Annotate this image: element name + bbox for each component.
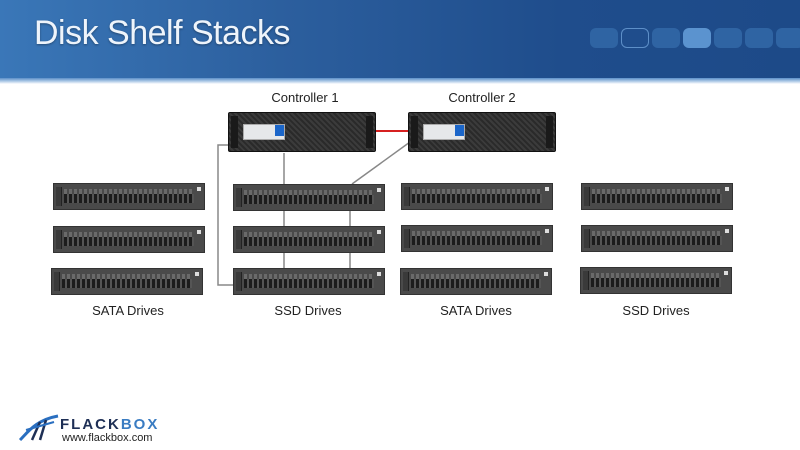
stack-label: SSD Drives	[274, 303, 342, 318]
slide-progress-indicator	[590, 28, 800, 48]
slide-title: Disk Shelf Stacks	[34, 14, 291, 52]
controller-2-label: Controller 2	[448, 90, 516, 105]
progress-step-active	[683, 28, 711, 48]
disk-shelf	[233, 226, 385, 253]
controller1-to-ssd-shelf3-cable	[217, 144, 233, 286]
disk-shelf	[401, 225, 553, 252]
progress-step	[745, 28, 773, 48]
disk-shelf	[53, 183, 205, 210]
progress-step	[652, 28, 680, 48]
disk-shelf	[233, 268, 385, 295]
controller2-to-ssd-shelf1-cable	[351, 141, 411, 185]
stack-label: SATA Drives	[440, 303, 512, 318]
progress-step	[776, 28, 800, 48]
disk-shelf	[401, 183, 553, 210]
disk-shelf	[581, 225, 733, 252]
progress-step	[590, 28, 618, 48]
slide-header: Disk Shelf Stacks	[0, 0, 800, 84]
progress-step	[714, 28, 742, 48]
progress-step	[621, 28, 649, 48]
controller-1-label: Controller 1	[271, 90, 339, 105]
stack-label: SATA Drives	[92, 303, 164, 318]
controller-2	[408, 112, 556, 152]
stack-label: SSD Drives	[622, 303, 690, 318]
controller-1	[228, 112, 376, 152]
brand-url[interactable]: www.flackbox.com	[62, 432, 153, 444]
disk-shelf	[581, 183, 733, 210]
disk-shelf	[233, 184, 385, 211]
disk-shelf	[400, 268, 552, 295]
controller-badge	[423, 124, 465, 140]
brand-name: FLACKBOX	[60, 416, 160, 433]
flackbox-logo-icon	[18, 412, 62, 447]
controller-badge	[243, 124, 285, 140]
netapp-logo-icon	[455, 125, 464, 136]
disk-shelf	[580, 267, 732, 294]
disk-shelf	[51, 268, 203, 295]
disk-shelf	[53, 226, 205, 253]
netapp-logo-icon	[275, 125, 284, 136]
